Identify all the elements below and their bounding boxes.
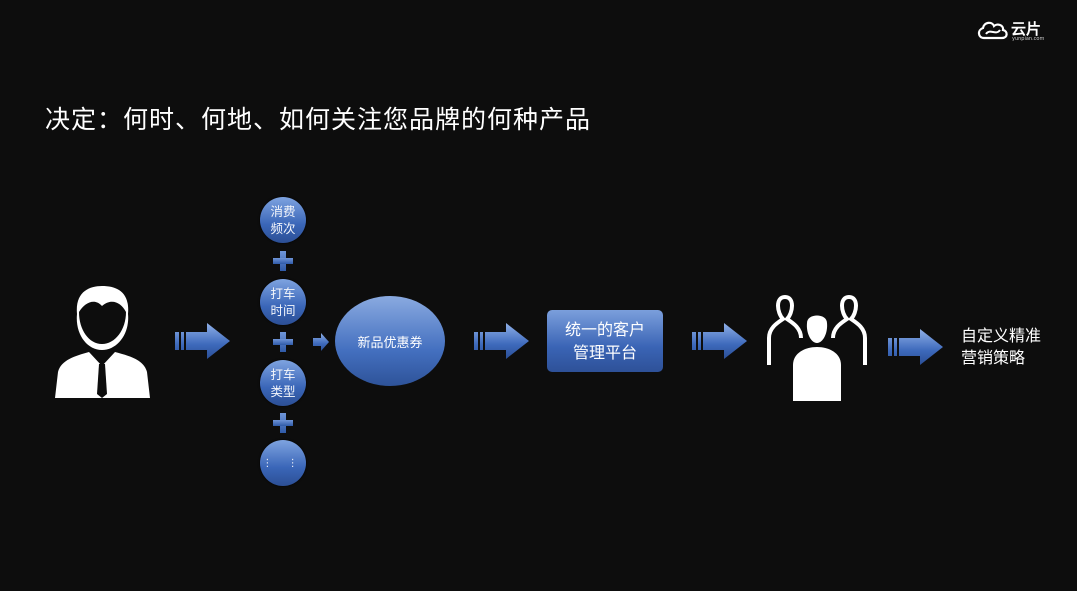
more-dots: ⋮ ⋮ xyxy=(262,457,304,469)
crm-platform-box: 统一的客户管理平台 xyxy=(547,310,663,372)
plus-icon xyxy=(273,332,293,352)
strategy-label: 自定义精准 xyxy=(961,326,1042,345)
logo-brand: 云片 xyxy=(1011,20,1042,38)
plus-icon xyxy=(273,413,293,433)
arrow-right-icon xyxy=(175,323,230,359)
arrow-right-icon xyxy=(692,323,747,359)
factor-label: 类型 xyxy=(270,384,296,399)
marketing-strategy-text: 自定义精准营销策略 xyxy=(961,325,1041,369)
factor-circle-frequency: 消费频次 xyxy=(260,197,306,243)
logo-domain: yunpian.com xyxy=(1012,36,1045,42)
plus-icon xyxy=(273,251,293,271)
logo: 云片 yunpian.com xyxy=(976,18,1046,44)
strategy-label: 营销策略 xyxy=(961,348,1026,367)
factor-label: 时间 xyxy=(270,303,296,318)
arrow-right-icon xyxy=(474,323,529,359)
platform-label: 统一的客户 xyxy=(564,320,645,339)
cloud-logo-icon xyxy=(977,21,1008,40)
factor-circle-more: ⋮ ⋮ xyxy=(260,440,306,486)
slide-title: 决定：何时、何地、如何关注您品牌的何种产品 xyxy=(45,105,592,134)
factor-label: 频次 xyxy=(270,221,296,236)
coupon-label: 新品优惠券 xyxy=(357,335,423,351)
factor-label: 打车 xyxy=(270,286,296,301)
factor-circle-time: 打车时间 xyxy=(260,279,306,325)
customer-person-icon xyxy=(55,286,150,398)
coupon-ellipse: 新品优惠券 xyxy=(335,296,445,386)
factor-circle-type: 打车类型 xyxy=(260,360,306,406)
factor-label: 打车 xyxy=(270,367,296,382)
customer-group-icon xyxy=(767,294,867,401)
platform-label: 管理平台 xyxy=(572,343,637,362)
factor-label: 消费 xyxy=(270,204,296,219)
arrow-right-icon xyxy=(888,329,943,365)
small-arrow-right-icon xyxy=(313,333,329,351)
